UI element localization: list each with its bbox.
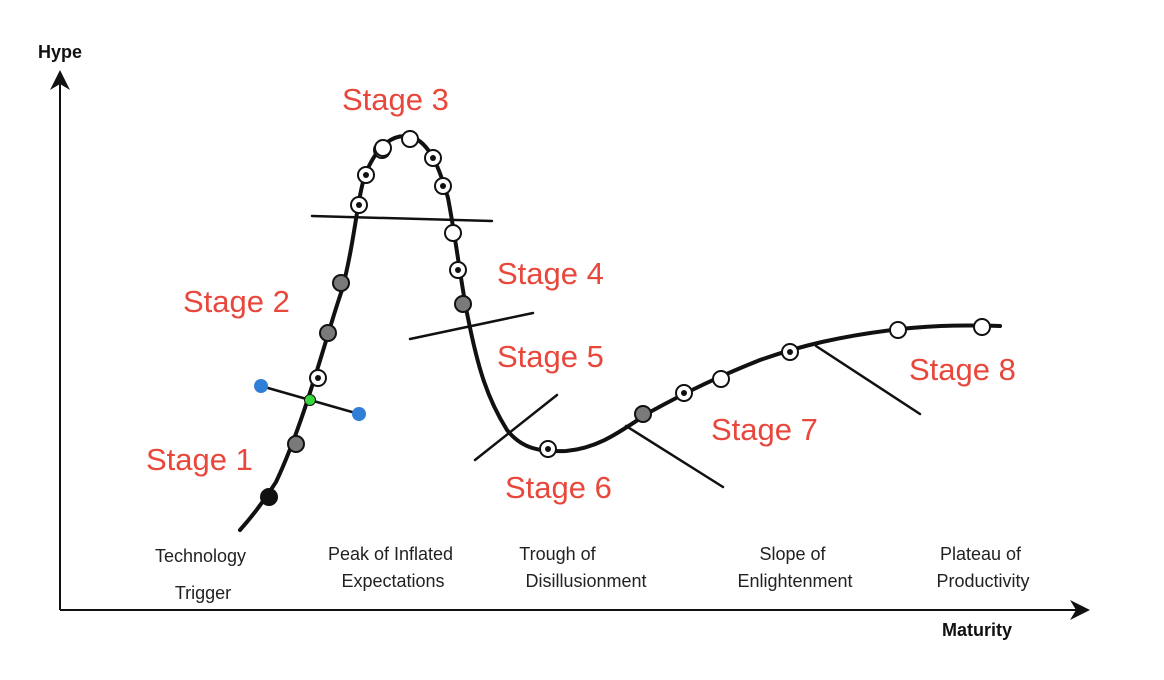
stage-4-label: Stage 4 <box>497 256 604 291</box>
curve-marker-white <box>374 139 392 157</box>
handle-center-point[interactable] <box>304 394 316 406</box>
curve-marker-target <box>434 177 452 195</box>
curve-marker-white <box>889 321 907 339</box>
curve-marker-target <box>309 369 327 387</box>
phase-slope-of-enlightenment: Slope of Enlightenment <box>737 544 852 591</box>
divider-stage-5-6 <box>473 393 559 462</box>
phase-peak-of-inflated-expectations: Peak of Inflated Expectations <box>328 544 458 591</box>
curve-marker-gray <box>332 274 350 292</box>
curve-marker-target <box>357 166 375 184</box>
stage-3-label: Stage 3 <box>342 82 449 117</box>
y-axis-title: Hype <box>38 42 82 62</box>
phase-trough-of-disillusionment: Trough of Disillusionment <box>519 544 646 591</box>
stage-2-label: Stage 2 <box>183 284 290 319</box>
phase-technology-trigger: Technology Trigger <box>155 546 251 603</box>
phase-plateau-of-productivity: Plateau of Productivity <box>936 544 1029 591</box>
stage-1-label: Stage 1 <box>146 442 253 477</box>
curve-marker-white <box>401 130 419 148</box>
curve-marker-target <box>781 343 799 361</box>
stage-8-label: Stage 8 <box>909 352 1016 387</box>
x-axis-title: Maturity <box>942 620 1012 640</box>
curve-markers <box>260 130 991 506</box>
selection-handle[interactable] <box>254 379 366 421</box>
curve-marker-target <box>539 440 557 458</box>
handle-left-point[interactable] <box>254 379 268 393</box>
stage-7-label: Stage 7 <box>711 412 818 447</box>
curve-marker-gray <box>454 295 472 313</box>
curve-marker-white <box>712 370 730 388</box>
divider-stage-6-7 <box>624 424 725 489</box>
divider-stage-7-8 <box>814 344 922 416</box>
curve-marker-white <box>973 318 991 336</box>
curve-marker-target <box>449 261 467 279</box>
phase-labels: Technology Trigger Peak of Inflated Expe… <box>155 544 1030 603</box>
stage-6-label: Stage 6 <box>505 470 612 505</box>
stage-labels: Stage 1 Stage 2 Stage 3 Stage 4 Stage 5 … <box>146 82 1016 505</box>
curve-marker-gray <box>319 324 337 342</box>
stage-dividers <box>310 214 922 489</box>
hype-curve <box>238 134 1002 532</box>
curve-marker-target <box>350 196 368 214</box>
curve-marker-gray <box>634 405 652 423</box>
curve-marker-black <box>260 488 278 506</box>
stage-5-label: Stage 5 <box>497 339 604 374</box>
divider-peak-top <box>310 214 494 223</box>
curve-marker-target <box>424 149 442 167</box>
handle-right-point[interactable] <box>352 407 366 421</box>
curve-marker-gray <box>287 435 305 453</box>
curve-marker-target <box>675 384 693 402</box>
curve-marker-white <box>444 224 462 242</box>
divider-stage-4-5 <box>408 311 535 341</box>
